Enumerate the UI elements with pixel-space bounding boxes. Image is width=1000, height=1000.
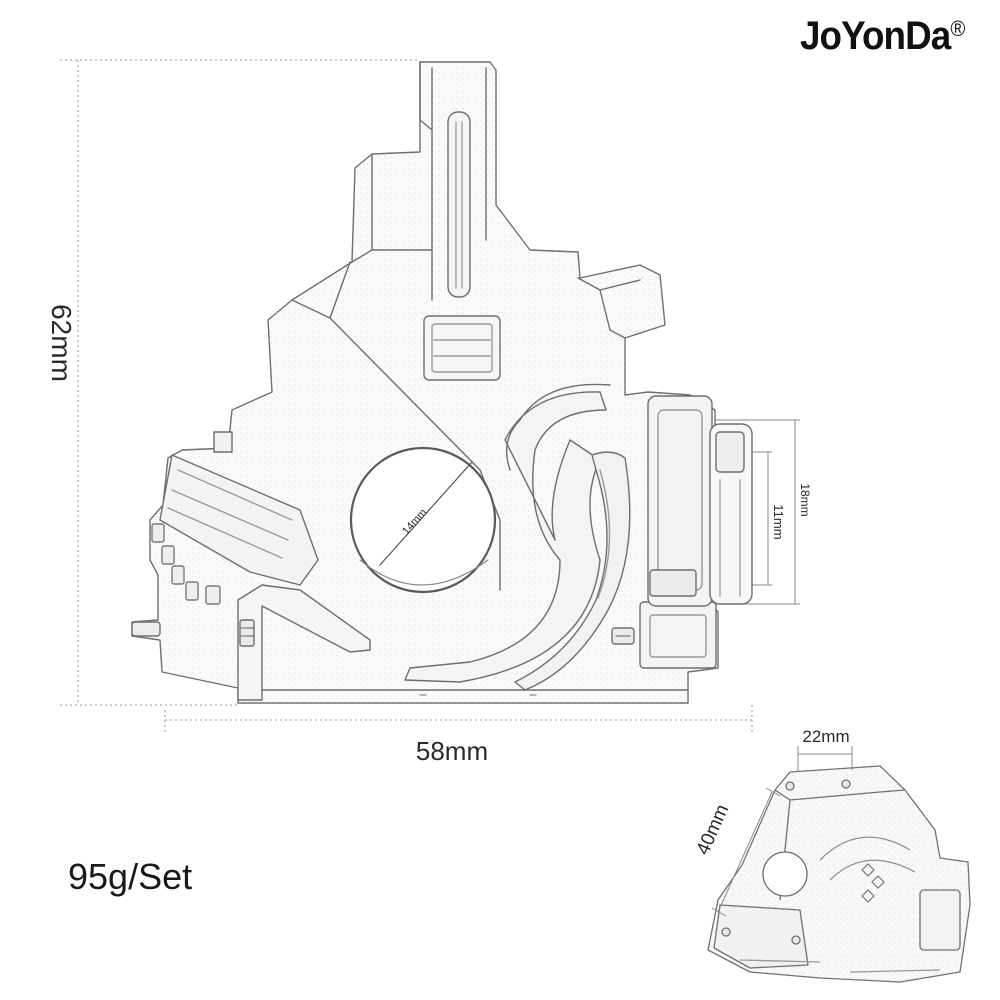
weight-label: 95g/Set xyxy=(68,856,193,897)
gearbox-inset-view xyxy=(707,765,971,983)
height-label: 62mm xyxy=(46,304,77,382)
gearbox-main-view xyxy=(131,61,753,704)
width-label: 58mm xyxy=(416,736,488,766)
inset-width-label: 22mm xyxy=(802,727,849,746)
shaft-inner-label: 11mm xyxy=(771,504,786,539)
shaft-outer-label: 18mm xyxy=(798,483,812,516)
height-dimension xyxy=(60,59,420,706)
inset-depth-label: 40mm xyxy=(693,801,734,858)
brand-logo: JoYonDa® xyxy=(800,14,965,58)
width-dimension xyxy=(164,705,753,732)
inset-depth-dimension xyxy=(711,787,781,917)
inset-width-dimension xyxy=(797,746,853,772)
